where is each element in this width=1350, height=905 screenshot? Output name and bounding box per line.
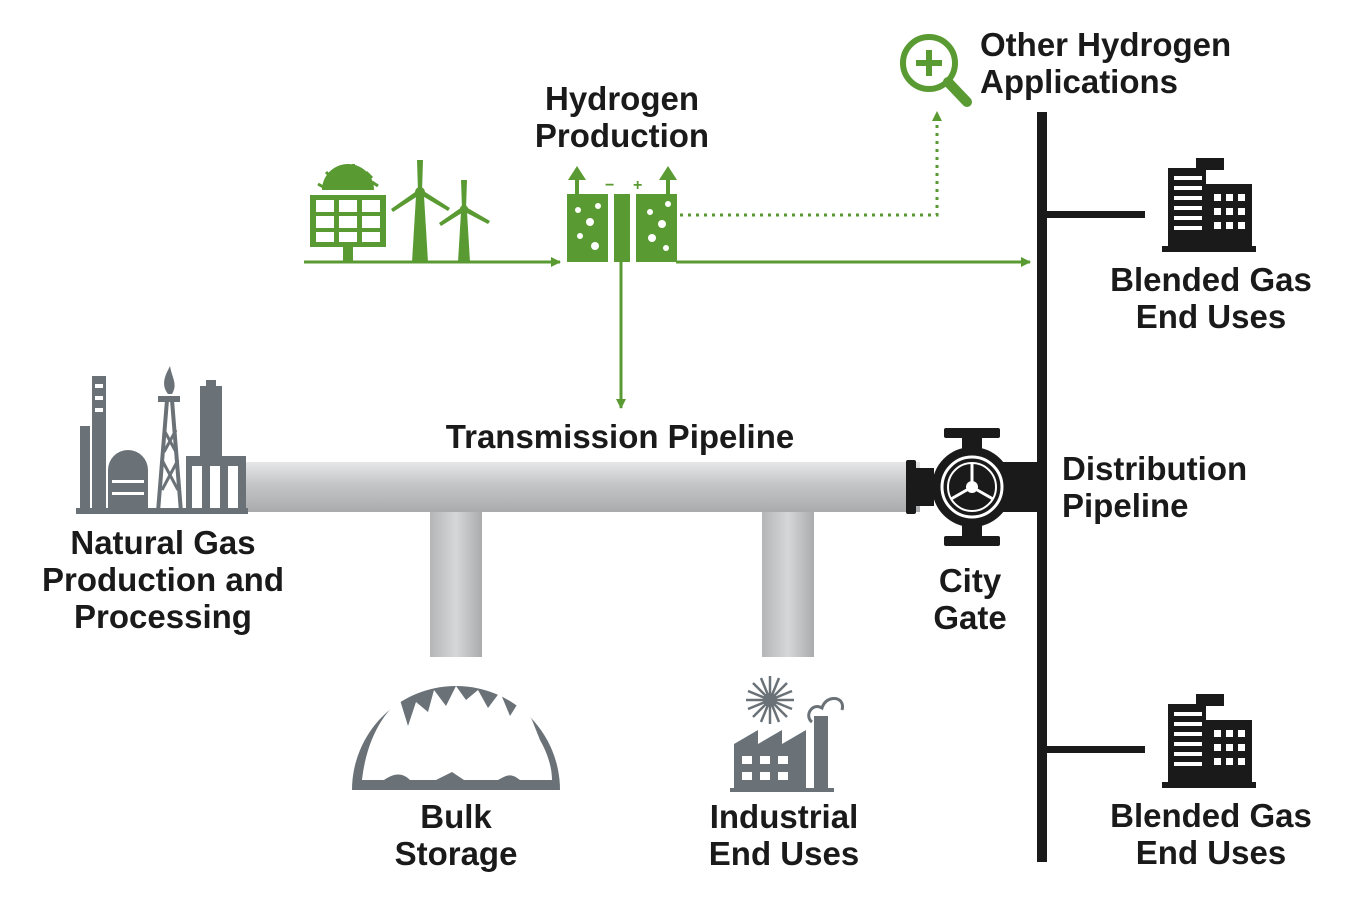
industrial-branch <box>762 512 814 657</box>
building-icon <box>1162 158 1256 252</box>
storage-cavern-icon <box>352 686 560 790</box>
distribution-pipe <box>1037 112 1047 862</box>
transmission-pipeline-label: Transmission Pipeline <box>445 418 795 455</box>
bulk-storage-label: Bulk Storage <box>394 798 518 872</box>
hydrogen-production-label: Hydrogen Production <box>534 80 710 154</box>
distribution-pipeline-label: Distribution Pipeline <box>1062 450 1248 524</box>
city-gate-label: City Gate <box>933 562 1007 636</box>
blended-gas-top-label: Blended Gas End Uses <box>1110 261 1312 335</box>
bulk-storage-branch <box>430 512 482 657</box>
valve-icon <box>906 428 1012 546</box>
industrial-end-uses-label: Industrial End Uses <box>708 798 860 872</box>
factory-icon <box>730 676 844 792</box>
distribution-branch-bottom <box>1047 746 1145 753</box>
natural-gas-label: Natural Gas Production and Processing <box>42 524 284 635</box>
electrode-minus: − <box>605 177 614 194</box>
other-applications-dotted-arrow <box>680 111 942 217</box>
blended-gas-bottom-label: Blended Gas End Uses <box>1110 797 1312 871</box>
electrolyzer-icon: − + <box>567 166 677 262</box>
electrode-plus: + <box>633 177 642 194</box>
transmission-pipe <box>240 462 920 512</box>
refinery-icon <box>76 366 248 514</box>
building-icon <box>1162 694 1256 788</box>
solar-panel-icon <box>310 164 386 262</box>
magnifier-plus-icon <box>900 34 972 107</box>
distribution-branch-top <box>1047 211 1145 218</box>
other-hydrogen-label: Other Hydrogen Applications <box>980 26 1232 100</box>
wind-turbine-icon <box>391 160 490 262</box>
